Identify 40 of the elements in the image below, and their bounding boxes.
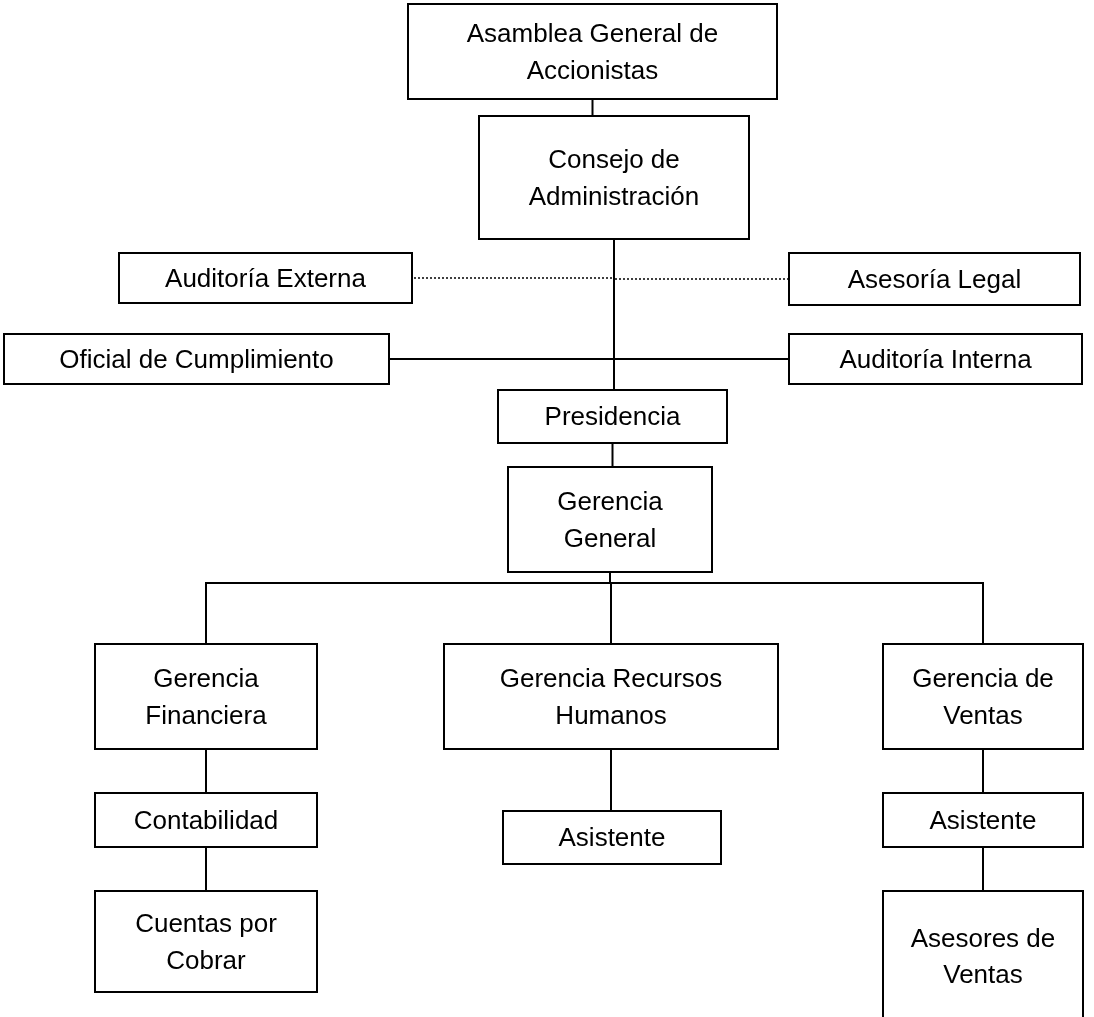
org-box [882,792,1084,848]
box-label: Asesoría Legal [847,262,1022,296]
connector-line [591,99,594,116]
box-label: Gerencia de Ventas [911,662,1055,732]
org-box [882,890,1084,1017]
box-label: Asistente [558,821,666,855]
box-label: Cuentas por Cobrar [134,907,278,977]
box-label: Presidencia [544,400,681,434]
box-label: Consejo de Administración [527,143,701,213]
box-label: Gerencia General [556,485,664,555]
org-box [788,252,1081,306]
org-box [788,333,1083,385]
connector-line [611,443,614,467]
box-label: Asistente [929,803,1037,837]
org-box [94,643,318,750]
box-label: Gerencia Financiera [144,662,268,732]
org-box [882,643,1084,750]
connector-line [982,847,984,891]
box-label: Asesores de Ventas [909,921,1057,991]
org-box [94,792,318,848]
org-box [407,3,778,100]
org-box [502,810,722,865]
org-box [478,115,750,240]
box-label: Contabilidad [133,803,279,837]
org-box [507,466,713,573]
org-box [94,890,318,993]
connector-line [982,749,984,793]
box-label: Asamblea General de Accionistas [465,17,720,87]
box-label: Auditoría Interna [839,342,1032,376]
box-label: Gerencia Recursos Humanos [498,662,724,732]
connector-line [610,749,612,811]
org-box [443,643,779,750]
connector-line [205,847,207,891]
org-box [497,389,728,444]
box-label: Oficial de Cumplimiento [59,342,334,376]
connector-line [613,239,615,390]
org-box [118,252,413,304]
connector-line [205,749,207,793]
box-label: Auditoría Externa [165,261,366,295]
org-box [3,333,390,385]
